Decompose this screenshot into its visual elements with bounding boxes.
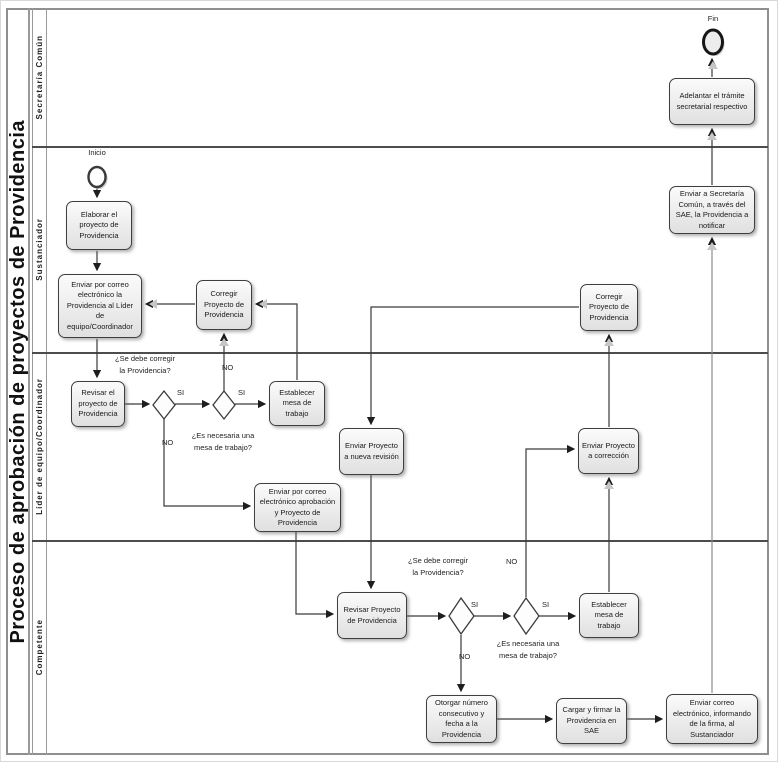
- gateway-question-corregir-lider: ¿Se debe corregir la Providencia?: [114, 354, 176, 375]
- gateway-corregir-lider-diamond: [152, 389, 176, 421]
- task-enviar-providencia-lider: Enviar por correo electrónico la Provide…: [58, 274, 142, 338]
- start-event-label: Inicio: [88, 148, 106, 157]
- gateway-mesa-lider-diamond: [212, 389, 236, 421]
- task-corregir-proyecto-1: Corregir Proyecto de Providencia: [196, 280, 252, 330]
- branch-no-label: NO: [459, 652, 471, 661]
- gateway-question-corregir-competente: ¿Se debe corregir la Providencia?: [407, 556, 469, 577]
- ghost-arrowheads: [149, 61, 718, 489]
- branch-si-label: SI: [542, 600, 550, 609]
- gateway-question-mesa-lider: ¿Es necesaria una mesa de trabajo?: [191, 431, 255, 452]
- task-enviar-nueva-revision: Enviar Proyecto a nueva revisión: [339, 428, 404, 475]
- task-establecer-mesa-lider: Establecer mesa de trabajo: [269, 381, 325, 426]
- branch-si-label: SI: [177, 388, 185, 397]
- flow-connectors: [92, 57, 717, 724]
- gateway-question-mesa-competente: ¿Es necesaria una mesa de trabajo?: [496, 639, 560, 660]
- task-establecer-mesa-competente: Establecer mesa de trabajo: [579, 593, 639, 638]
- gateway-mesa-competente-diamond: [513, 596, 540, 636]
- gateway-corregir-competente-diamond: [448, 596, 475, 636]
- branch-si-label: SI: [471, 600, 479, 609]
- task-revisar-proyecto-lider: Revisar el proyecto de Providencia: [71, 381, 125, 427]
- title-column-divider: [28, 8, 30, 755]
- task-enviar-secretaria-comun: Enviar a Secretaría Común, a través del …: [669, 186, 755, 234]
- branch-no-label: NO: [222, 363, 234, 372]
- branch-no-label: NO: [506, 557, 518, 566]
- lane-divider-2: [32, 352, 768, 354]
- lane-divider-3: [32, 540, 768, 542]
- branch-si-label: SI: [238, 388, 246, 397]
- lane-label-column-divider: [46, 8, 47, 755]
- end-event-circle: [702, 28, 724, 56]
- task-adelantar-tramite: Adelantar el trámite secretarial respect…: [669, 78, 755, 125]
- branch-no-label: NO: [162, 438, 174, 447]
- task-corregir-proyecto-2: Corregir Proyecto de Providencia: [580, 284, 638, 331]
- lane-divider-1: [32, 146, 768, 148]
- end-event-label: Fin: [707, 14, 719, 23]
- pool-frame: [6, 8, 769, 755]
- gateways: [152, 389, 540, 636]
- task-revisar-proyecto-competente: Revisar Proyecto de Providencia: [337, 592, 407, 639]
- task-enviar-correccion: Enviar Proyecto a corrección: [578, 428, 639, 474]
- task-enviar-correo-firma: Enviar correo electrónico, informando de…: [666, 694, 758, 744]
- lane-block-left-border: [32, 8, 33, 755]
- task-elaborar-proyecto: Elaborar el proyecto de Providencia: [66, 201, 132, 250]
- task-enviar-aprobacion: Enviar por correo electrónico aprobación…: [254, 483, 341, 532]
- events: [87, 28, 725, 189]
- start-event-circle: [87, 165, 107, 189]
- task-cargar-firmar-sae: Cargar y firmar la Providencia en SAE: [556, 698, 627, 744]
- task-otorgar-numero: Otorgar número consecutivo y fecha a la …: [426, 695, 497, 743]
